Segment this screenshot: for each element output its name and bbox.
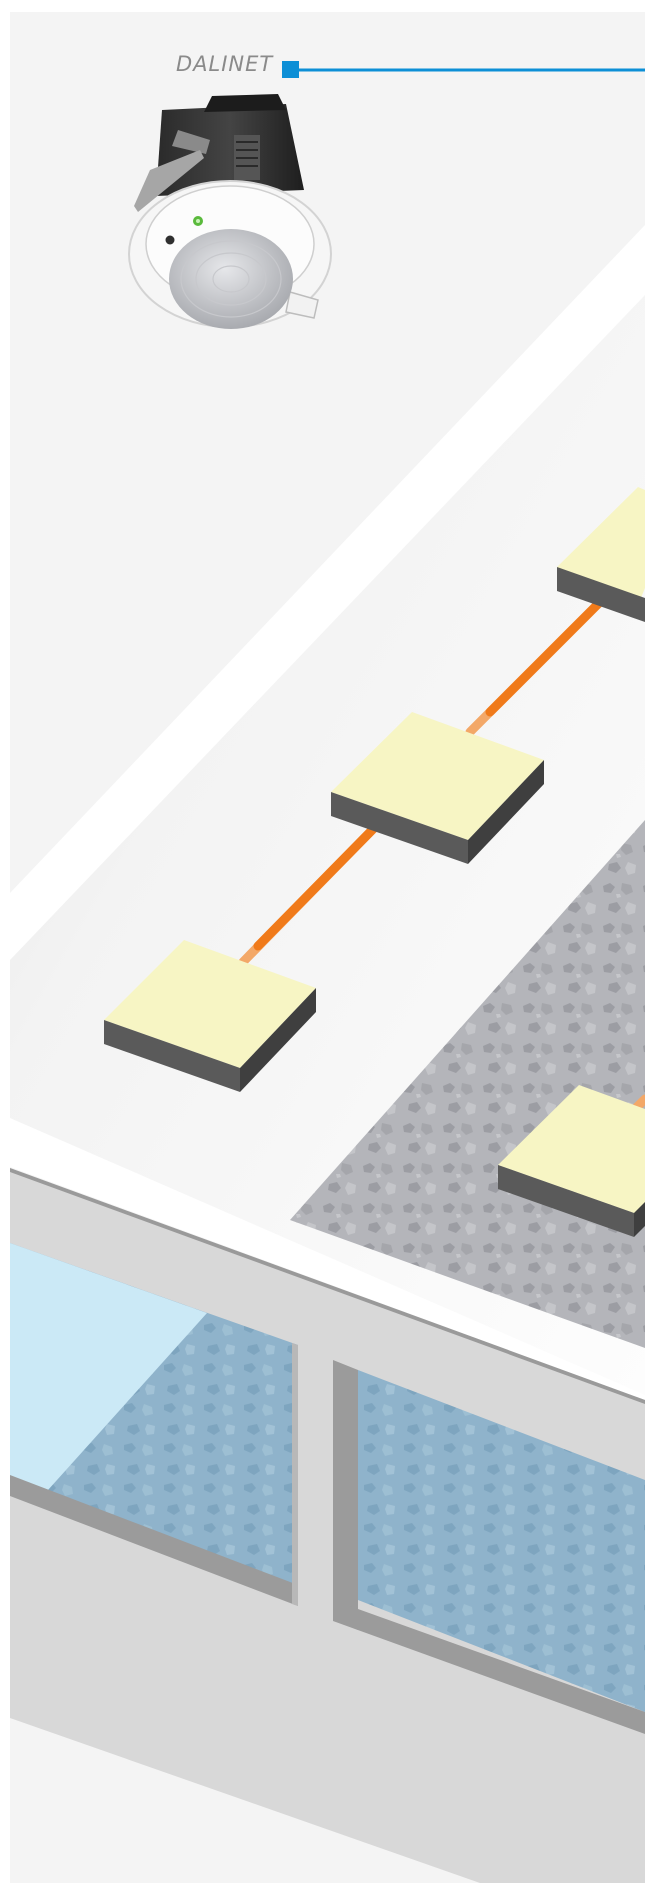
- window-mullion-shadow: [333, 1360, 358, 1630]
- window-left-jamb: [292, 1343, 298, 1606]
- dalinet-label: DALINET: [176, 52, 273, 76]
- dalinet-bus-terminal: [282, 61, 299, 78]
